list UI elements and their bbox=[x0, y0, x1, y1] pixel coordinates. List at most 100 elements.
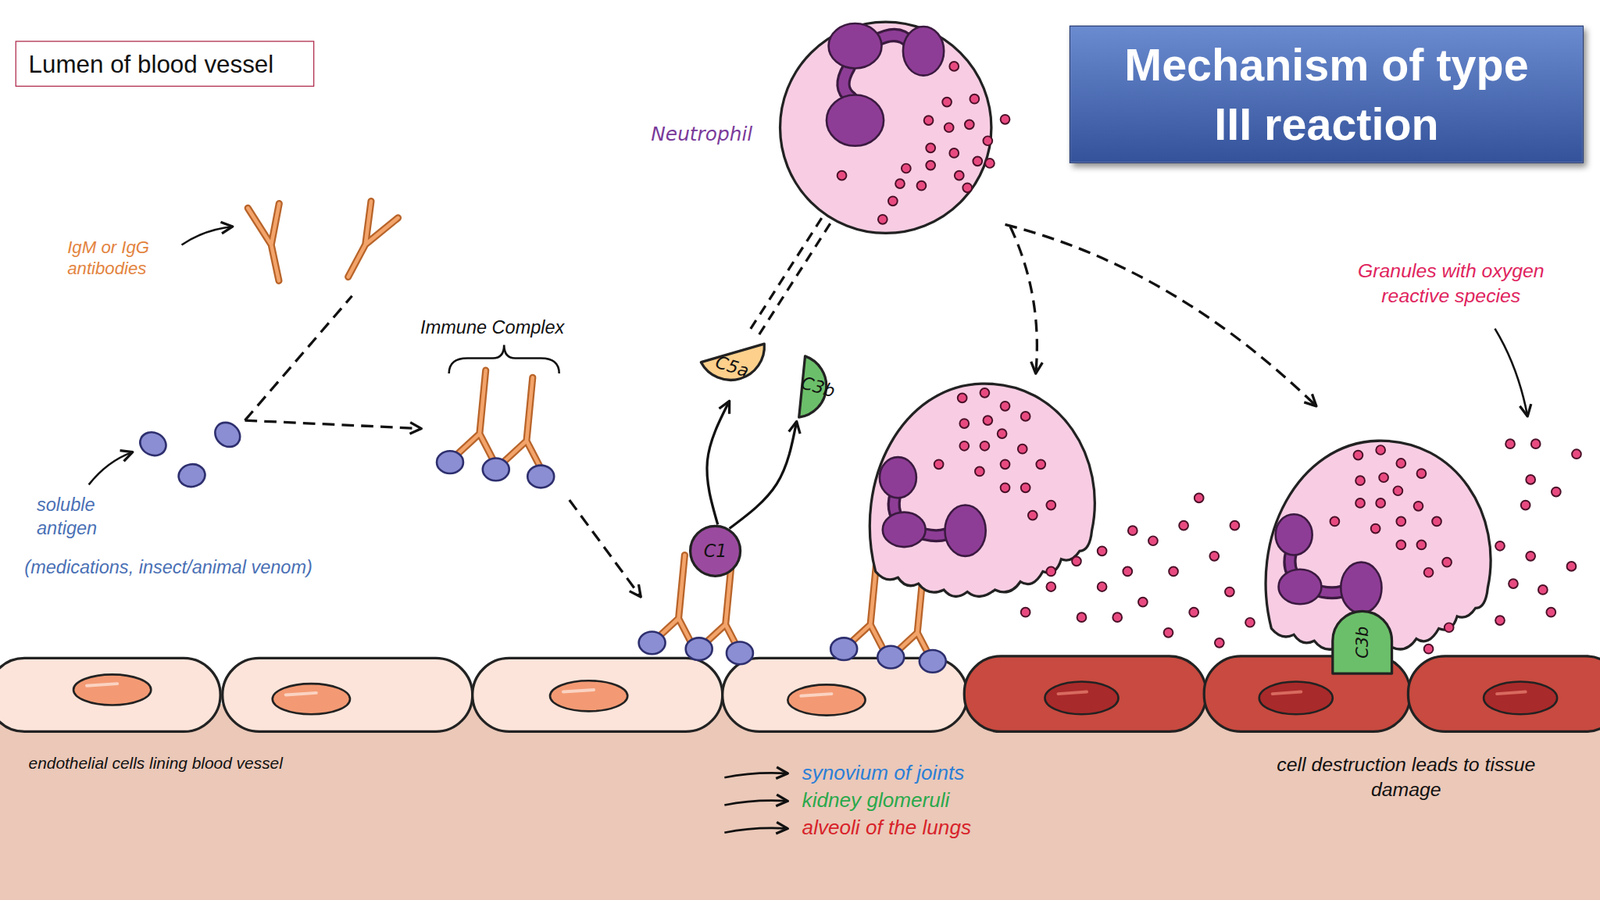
released-granules bbox=[1245, 617, 1255, 628]
released-granules bbox=[1508, 578, 1518, 589]
released-granules bbox=[1571, 449, 1582, 459]
attached-neutrophil bbox=[1021, 482, 1031, 493]
released-granules bbox=[1538, 585, 1548, 595]
released-granules bbox=[1230, 521, 1240, 531]
attached-neutrophil bbox=[869, 383, 1095, 597]
endothelial-cell bbox=[73, 674, 151, 705]
attached-neutrophil bbox=[1000, 401, 1011, 411]
neutrophil-granules bbox=[917, 181, 927, 191]
released-granules bbox=[1168, 567, 1179, 577]
attached-neutrophil bbox=[1035, 459, 1046, 469]
immune-complex bbox=[527, 465, 554, 489]
deposited-immune-complex bbox=[726, 642, 754, 665]
released-granules bbox=[1194, 493, 1204, 504]
complement-protein-outline bbox=[690, 525, 741, 576]
released-granules bbox=[1046, 582, 1056, 592]
released-granules bbox=[1148, 535, 1158, 546]
released-granules bbox=[1021, 607, 1031, 618]
attached-neutrophil bbox=[1046, 500, 1056, 511]
leader-arrow bbox=[181, 226, 233, 246]
brace bbox=[449, 344, 560, 374]
released-granules bbox=[1189, 607, 1199, 618]
dashed-arrow bbox=[244, 420, 422, 429]
endothelial-cell bbox=[86, 683, 832, 697]
neutrophil-cell-outline bbox=[780, 21, 992, 233]
annotation-label: cell destruction leads to tissue damage bbox=[1263, 753, 1550, 802]
immune-complex bbox=[436, 370, 554, 488]
connector-arrow bbox=[750, 214, 833, 335]
attached-neutrophil bbox=[944, 505, 986, 557]
immune-complex bbox=[436, 450, 464, 474]
damaged-cell bbox=[1483, 681, 1558, 715]
annotation-label: soluble antigen bbox=[36, 493, 129, 540]
released-granules bbox=[1071, 556, 1082, 566]
leader-arrow bbox=[724, 828, 788, 833]
released-granules bbox=[1077, 612, 1087, 622]
damaged-cell bbox=[1044, 681, 1118, 715]
attached-neutrophil bbox=[957, 393, 968, 404]
annotation-label: (medications, insect/animal venom) bbox=[24, 556, 433, 579]
neutrophil-granules bbox=[895, 178, 905, 189]
damaged-cell bbox=[1057, 692, 1525, 695]
released-granules bbox=[1444, 622, 1454, 633]
attached-neutrophil bbox=[1028, 510, 1038, 521]
attached-neutrophil bbox=[869, 383, 1095, 597]
node-text: C1 bbox=[703, 540, 728, 561]
free-antigen bbox=[135, 417, 245, 489]
annotation-label: synovium of joints bbox=[802, 760, 1068, 786]
neutrophil-nucleus bbox=[842, 35, 911, 98]
attached-neutrophil bbox=[980, 441, 990, 451]
attached-neutrophil bbox=[997, 428, 1008, 439]
neutrophil-nucleus bbox=[826, 94, 884, 146]
annotation-label: Immune Complex bbox=[420, 316, 625, 340]
endothelial-cell bbox=[550, 680, 628, 711]
attached-neutrophil bbox=[980, 388, 990, 398]
released-granules bbox=[1128, 525, 1138, 536]
neutrophil-granules bbox=[878, 214, 888, 225]
neutrophil-granules bbox=[972, 156, 983, 166]
released-granules bbox=[1097, 582, 1108, 592]
released-granules bbox=[1525, 475, 1536, 485]
immune-complex bbox=[453, 370, 494, 461]
released-granules bbox=[1531, 439, 1541, 449]
damaged-cell bbox=[1259, 681, 1333, 715]
annotation-label: Granules with oxygen reactive species bbox=[1339, 259, 1564, 308]
deposited-immune-complex bbox=[919, 650, 947, 673]
attached-neutrophil bbox=[934, 459, 944, 469]
annotation-label: IgM or IgG antibodies bbox=[67, 236, 170, 281]
released-granules bbox=[1546, 607, 1556, 618]
neutrophil-granules bbox=[925, 160, 936, 171]
deposited-immune-complex bbox=[830, 637, 858, 661]
deposited-immune-complex bbox=[685, 637, 713, 661]
endothelial-cell bbox=[222, 657, 473, 732]
leader-arrow bbox=[89, 226, 1529, 833]
neutrophil-nucleus bbox=[828, 23, 883, 68]
attached-neutrophil bbox=[1021, 411, 1031, 422]
neutrophil-nucleus bbox=[903, 26, 944, 76]
leader-arrow bbox=[724, 772, 788, 778]
neutrophil-granules bbox=[888, 196, 898, 206]
damaged-cell bbox=[964, 656, 1207, 733]
released-granules bbox=[1046, 567, 1056, 577]
neutrophil-granules bbox=[837, 61, 1011, 225]
endothelial-cell bbox=[272, 683, 350, 715]
neutrophil-granules bbox=[949, 148, 959, 158]
attached-neutrophil bbox=[975, 467, 985, 477]
neutrophil-granules bbox=[942, 97, 952, 108]
attached-neutrophil bbox=[1017, 444, 1028, 454]
neutrophil-granules bbox=[949, 61, 959, 72]
released-granules bbox=[1164, 628, 1174, 638]
deposited-immune-complex bbox=[639, 631, 666, 654]
attached-neutrophil bbox=[959, 418, 969, 429]
free-antibody bbox=[247, 201, 295, 285]
title-banner: Mechanism of type III reaction bbox=[1069, 25, 1584, 164]
immune-complex bbox=[500, 377, 541, 468]
dashed-arrow bbox=[244, 224, 1316, 597]
released-granules bbox=[1424, 644, 1434, 654]
neutrophil-nucleus bbox=[826, 23, 944, 147]
neutrophil-granules bbox=[964, 119, 975, 129]
